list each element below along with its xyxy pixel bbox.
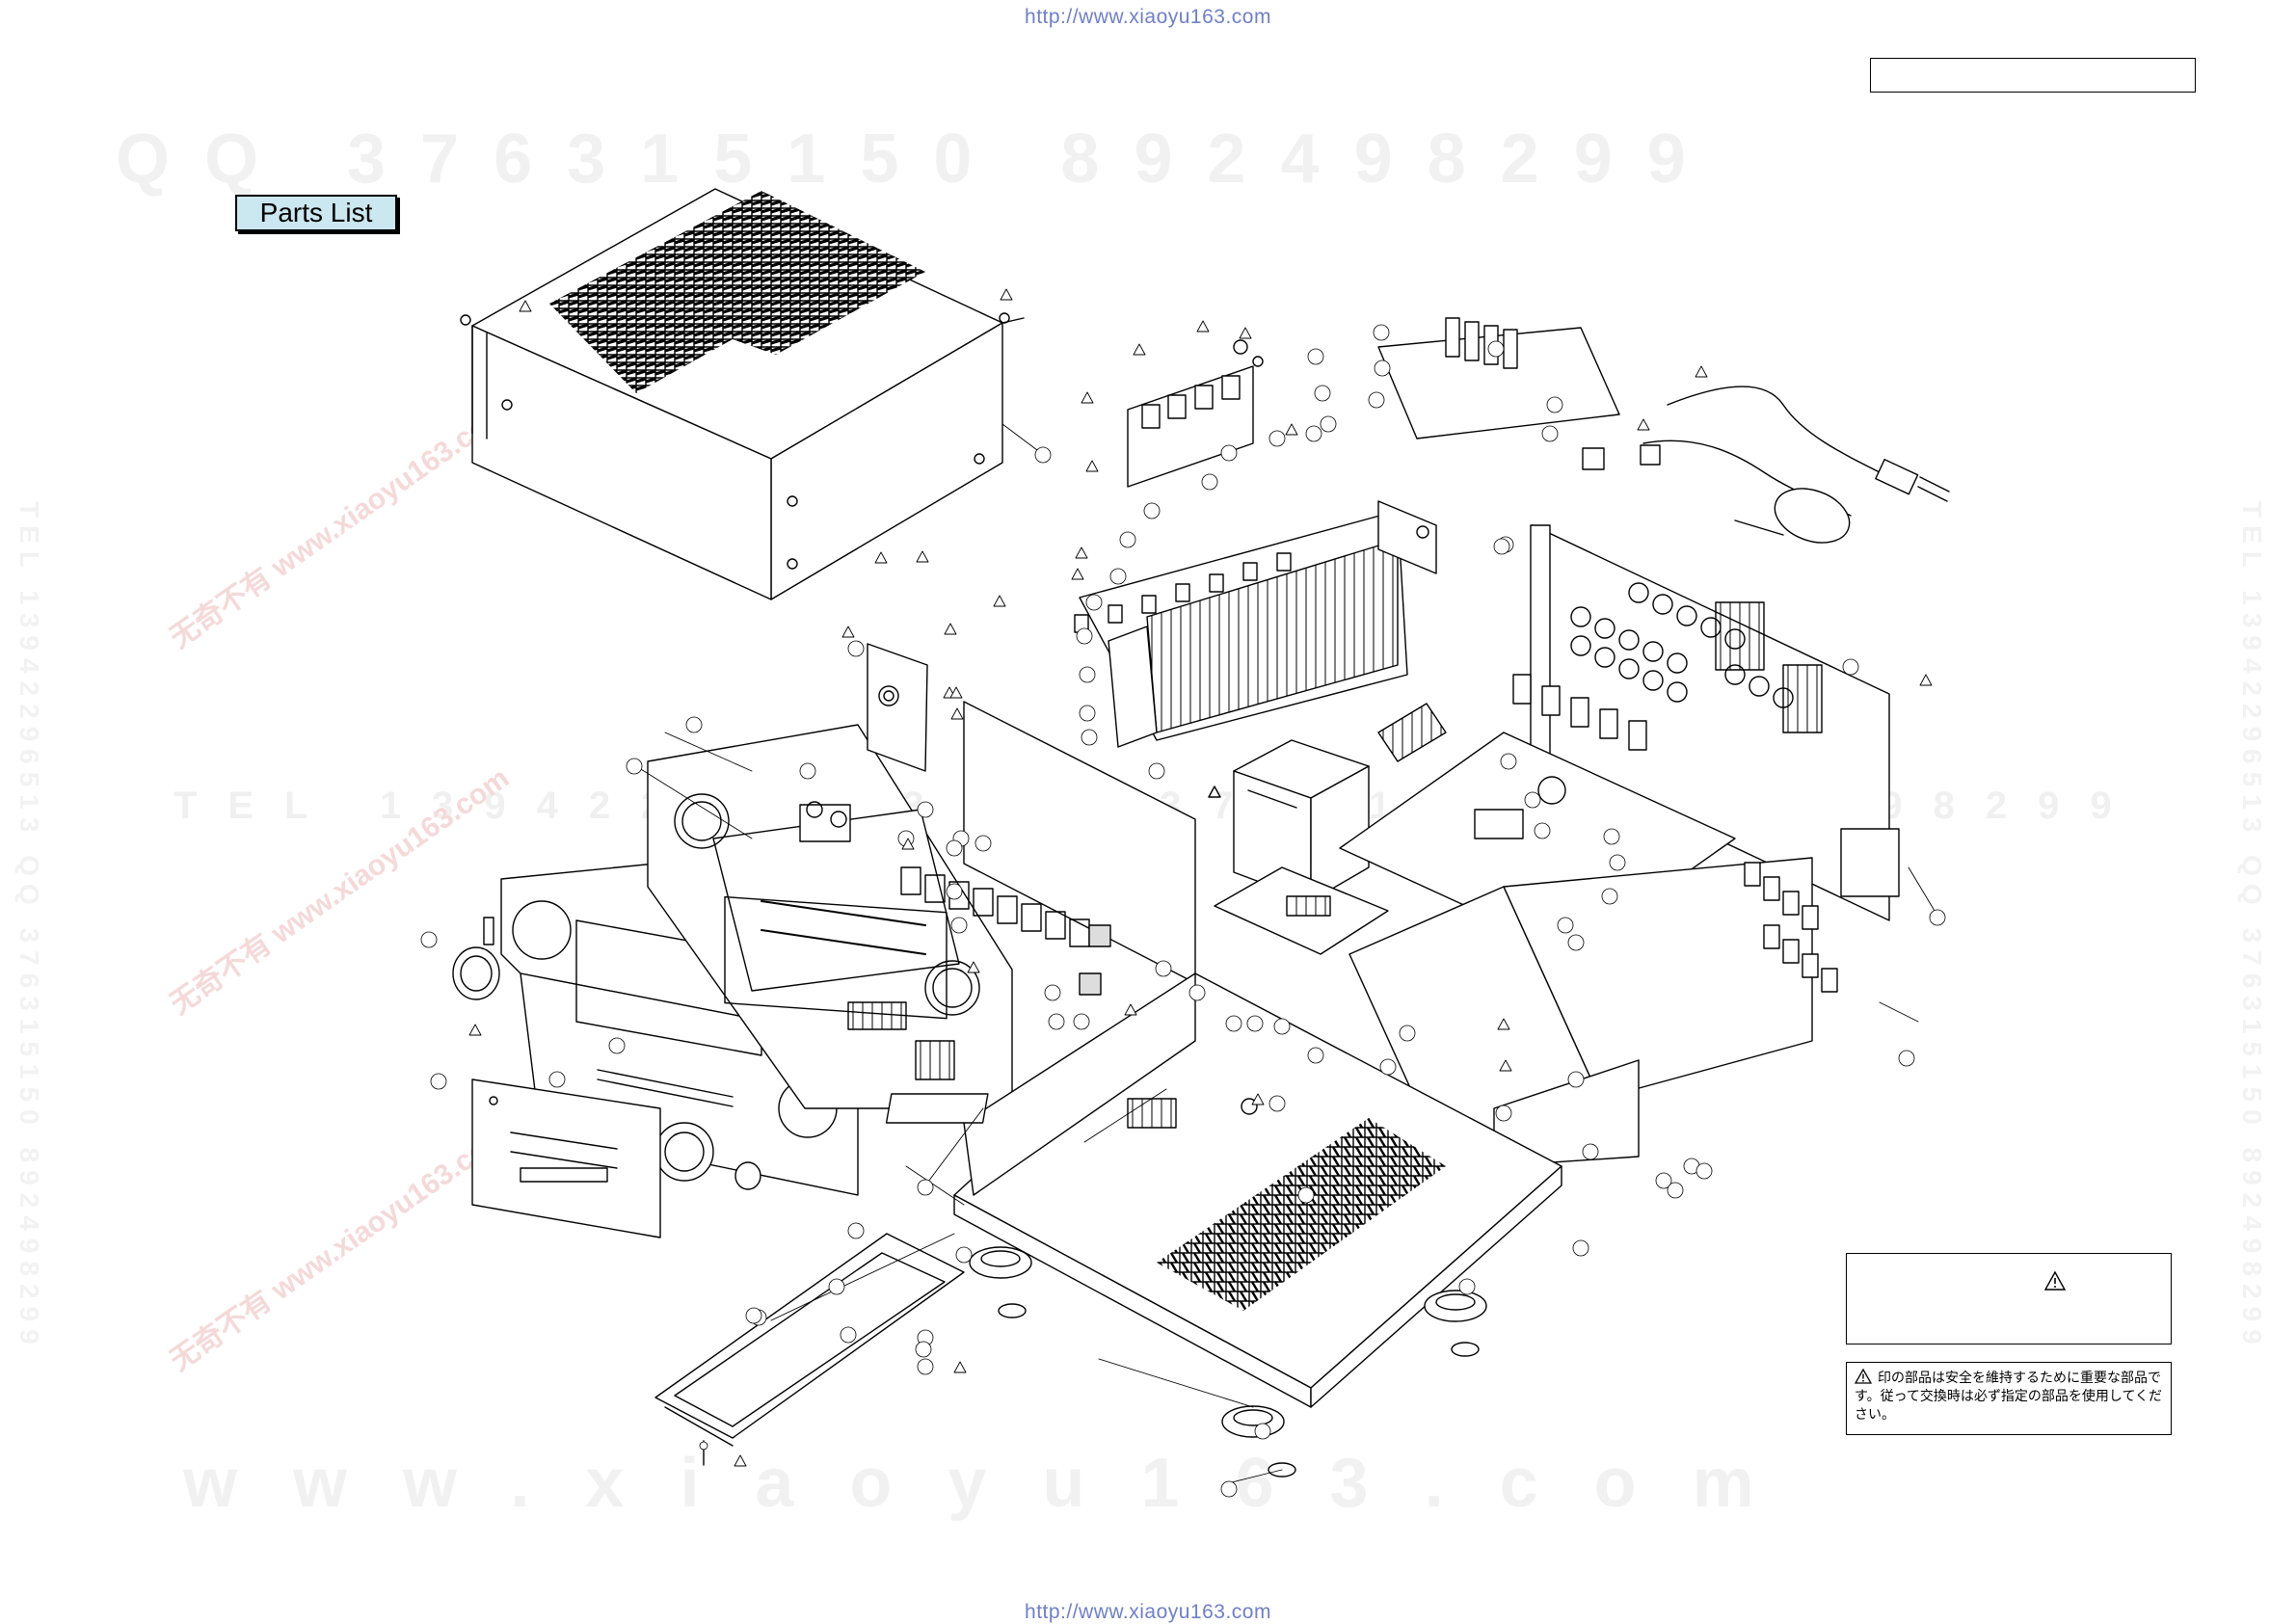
- power-amp-heatsink: [1074, 500, 1437, 748]
- safety-note-box: 印の部品は安全を維持するために重要な部品です。従って交換時は必ず指定の部品を使用…: [1846, 1362, 2172, 1435]
- sub-front-panel: [471, 1078, 661, 1238]
- speaker-relay-board: [1127, 339, 1264, 488]
- power-cord: [1642, 386, 1950, 544]
- bottom-bracket: [654, 1233, 965, 1466]
- warning-triangle-icons: [468, 288, 1933, 1467]
- top-cover: [460, 188, 1025, 600]
- power-transformer: [1214, 739, 1389, 955]
- notice-box: [1846, 1253, 2172, 1344]
- source-url-top[interactable]: http://www.xiaoyu163.com: [1025, 6, 1271, 28]
- bottom-chassis: [885, 972, 1562, 1408]
- watermark-qq: QQ 376315150 892498299: [116, 120, 1721, 198]
- feet: [969, 1246, 1487, 1478]
- source-url-bottom[interactable]: http://www.xiaoyu163.com: [1025, 1601, 1271, 1623]
- watermark-site: www.xiaoyu163.com: [183, 1445, 1810, 1522]
- header-title-box: [1870, 58, 2196, 93]
- rear-panel: [1530, 524, 1900, 921]
- safety-note-text: 印の部品は安全を維持するために重要な部品です。従って交換時は必ず指定の部品を使用…: [1855, 1371, 2163, 1423]
- parts-list-label: Parts List: [235, 195, 397, 231]
- speaker-terminal-board: [1348, 857, 1838, 1167]
- preout-board: [1377, 317, 1661, 470]
- headphone-board: [799, 643, 928, 842]
- front-chassis: [647, 724, 1013, 1109]
- warning-triangle-icon: [1855, 1369, 1872, 1384]
- callout-leaders: [635, 423, 1938, 1485]
- callout-circles: [420, 324, 1946, 1498]
- warning-triangle-icon: [2044, 1271, 2066, 1291]
